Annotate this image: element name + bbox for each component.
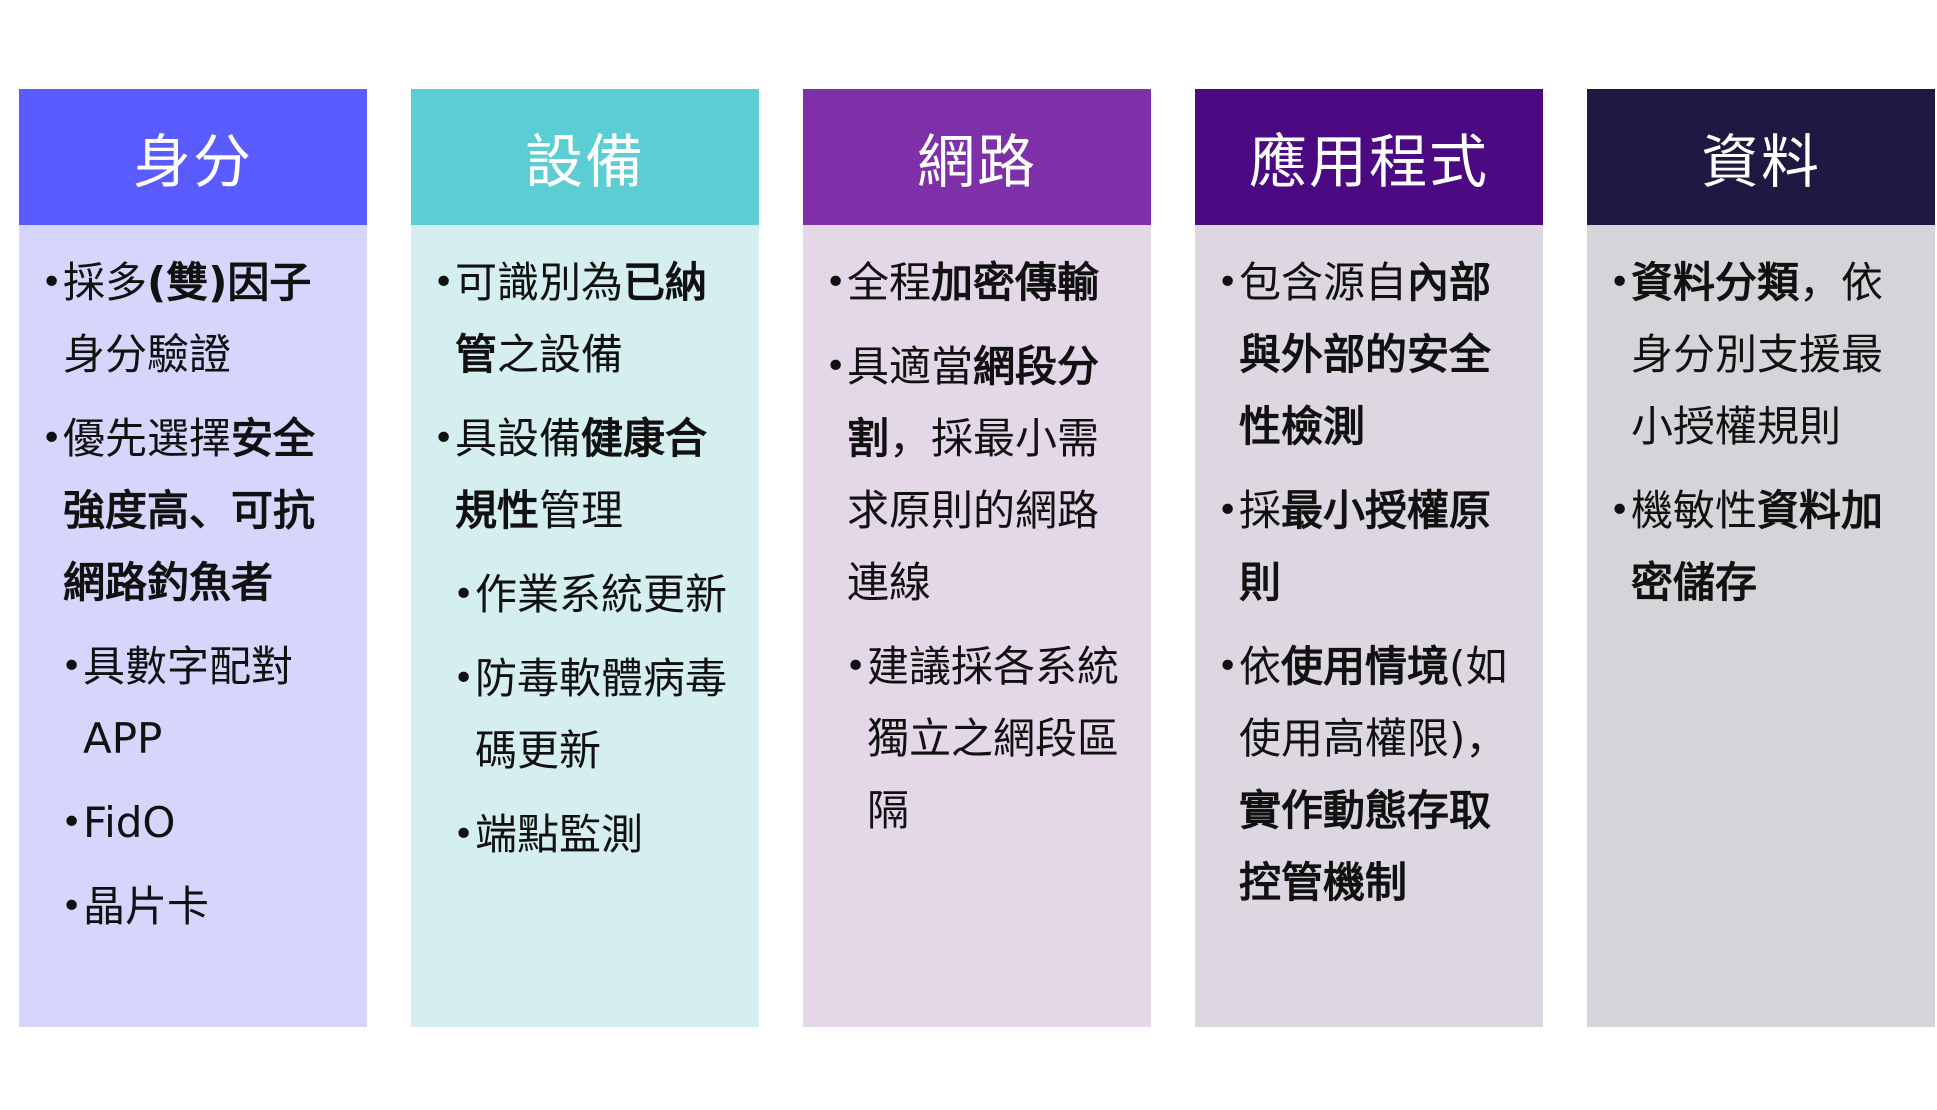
sub-bullet-item: FidO: [41, 787, 347, 859]
text: 管理: [539, 486, 624, 535]
text: (如使用高權限)，: [1239, 642, 1508, 763]
bullet-item: 資料分類，依身分別支援最小授權規則: [1609, 247, 1915, 463]
text: ，依身分別支援最小授權規則: [1631, 258, 1884, 451]
pillar-body: 全程加密傳輸具適當網段分割，採最小需求原則的網路連線建議採各系統獨立之網段區隔: [803, 225, 1151, 1027]
text: 可識別為: [455, 258, 624, 307]
text: 採多: [63, 258, 148, 307]
sub-bullet-item: 具數字配對 APP: [41, 631, 347, 775]
text: ，採最小需求原則的網路連線: [847, 414, 1100, 607]
text: 之設備: [497, 330, 624, 379]
pillar-body: 包含源自內部與外部的安全性檢測採最小授權原則依使用情境(如使用高權限)，實作動態…: [1195, 225, 1543, 1027]
text: 機敏性: [1631, 486, 1758, 535]
bold-text: 資料分類: [1631, 258, 1800, 307]
bullet-item: 具適當網段分割，採最小需求原則的網路連線: [825, 331, 1131, 619]
text: 建議採各系統獨立之網段區隔: [867, 642, 1120, 835]
pillar-header: 設備: [411, 89, 759, 225]
bold-text: 內部與外部的安全性檢測: [1239, 258, 1492, 451]
bullet-item: 優先選擇安全強度高、可抗網路釣魚者: [41, 403, 347, 619]
pillar-header: 資料: [1587, 89, 1935, 225]
bullet-item: 包含源自內部與外部的安全性檢測: [1217, 247, 1523, 463]
bold-text: 安全強度高、可抗網路釣魚者: [63, 414, 316, 607]
pillar-identity: 身分 採多(雙)因子身分驗證優先選擇安全強度高、可抗網路釣魚者具數字配對 APP…: [19, 89, 367, 1027]
text: 全程: [847, 258, 932, 307]
sub-bullet-item: 防毒軟體病毒碼更新: [433, 643, 739, 787]
text: 身分驗證: [63, 330, 232, 379]
text: 採: [1239, 486, 1282, 535]
text: 防毒軟體病毒碼更新: [475, 654, 728, 775]
bold-text: 健康合規性: [455, 414, 708, 535]
pillar-header: 應用程式: [1195, 89, 1543, 225]
bullet-item: 全程加密傳輸: [825, 247, 1131, 319]
text: FidO: [83, 798, 176, 847]
bold-text: (雙)因子: [147, 258, 312, 307]
bullet-item: 採最小授權原則: [1217, 475, 1523, 619]
bold-text: 網段分割: [847, 342, 1100, 463]
pillar-body: 採多(雙)因子身分驗證優先選擇安全強度高、可抗網路釣魚者具數字配對 APP Fid…: [19, 225, 367, 1027]
text: 依: [1239, 642, 1282, 691]
bullet-item: 可識別為已納管之設備: [433, 247, 739, 391]
sub-bullet-item: 端點監測: [433, 799, 739, 871]
bullet-item: 採多(雙)因子身分驗證: [41, 247, 347, 391]
sub-bullet-item: 晶片卡: [41, 871, 347, 943]
pillar-network: 網路 全程加密傳輸具適當網段分割，採最小需求原則的網路連線建議採各系統獨立之網段…: [803, 89, 1151, 1027]
bullet-item: 機敏性資料加密儲存: [1609, 475, 1915, 619]
text: 優先選擇: [63, 414, 232, 463]
text: 具設備: [455, 414, 582, 463]
text: 具數字配對 APP: [83, 642, 294, 763]
bullet-item: 依使用情境(如使用高權限)， 實作動態存取控管機制: [1217, 631, 1523, 919]
bold-text: 資料加密儲存: [1631, 486, 1884, 607]
pillar-data: 資料 資料分類，依身分別支援最小授權規則機敏性資料加密儲存: [1587, 89, 1935, 1027]
sub-bullet-item: 作業系統更新: [433, 559, 739, 631]
text: 包含源自: [1239, 258, 1408, 307]
bold-text: 實作動態存取控管機制: [1239, 786, 1492, 907]
bold-text: 使用情境: [1281, 642, 1450, 691]
text: 晶片卡: [83, 882, 210, 931]
pillar-header: 身分: [19, 89, 367, 225]
text: 作業系統更新: [475, 570, 728, 619]
bullet-item: 具設備健康合規性管理: [433, 403, 739, 547]
pillar-device: 設備 可識別為已納管之設備具設備健康合規性管理作業系統更新防毒軟體病毒碼更新端點…: [411, 89, 759, 1027]
bold-text: 最小授權原則: [1239, 486, 1492, 607]
pillar-body: 可識別為已納管之設備具設備健康合規性管理作業系統更新防毒軟體病毒碼更新端點監測: [411, 225, 759, 1027]
sub-bullet-item: 建議採各系統獨立之網段區隔: [825, 631, 1131, 847]
bold-text: 加密傳輸: [931, 258, 1100, 307]
text: 端點監測: [475, 810, 644, 859]
pillar-header: 網路: [803, 89, 1151, 225]
pillar-body: 資料分類，依身分別支援最小授權規則機敏性資料加密儲存: [1587, 225, 1935, 1027]
bold-text: 已納管: [455, 258, 708, 379]
pillar-application: 應用程式 包含源自內部與外部的安全性檢測採最小授權原則依使用情境(如使用高權限)…: [1195, 89, 1543, 1027]
text: 具適當: [847, 342, 974, 391]
